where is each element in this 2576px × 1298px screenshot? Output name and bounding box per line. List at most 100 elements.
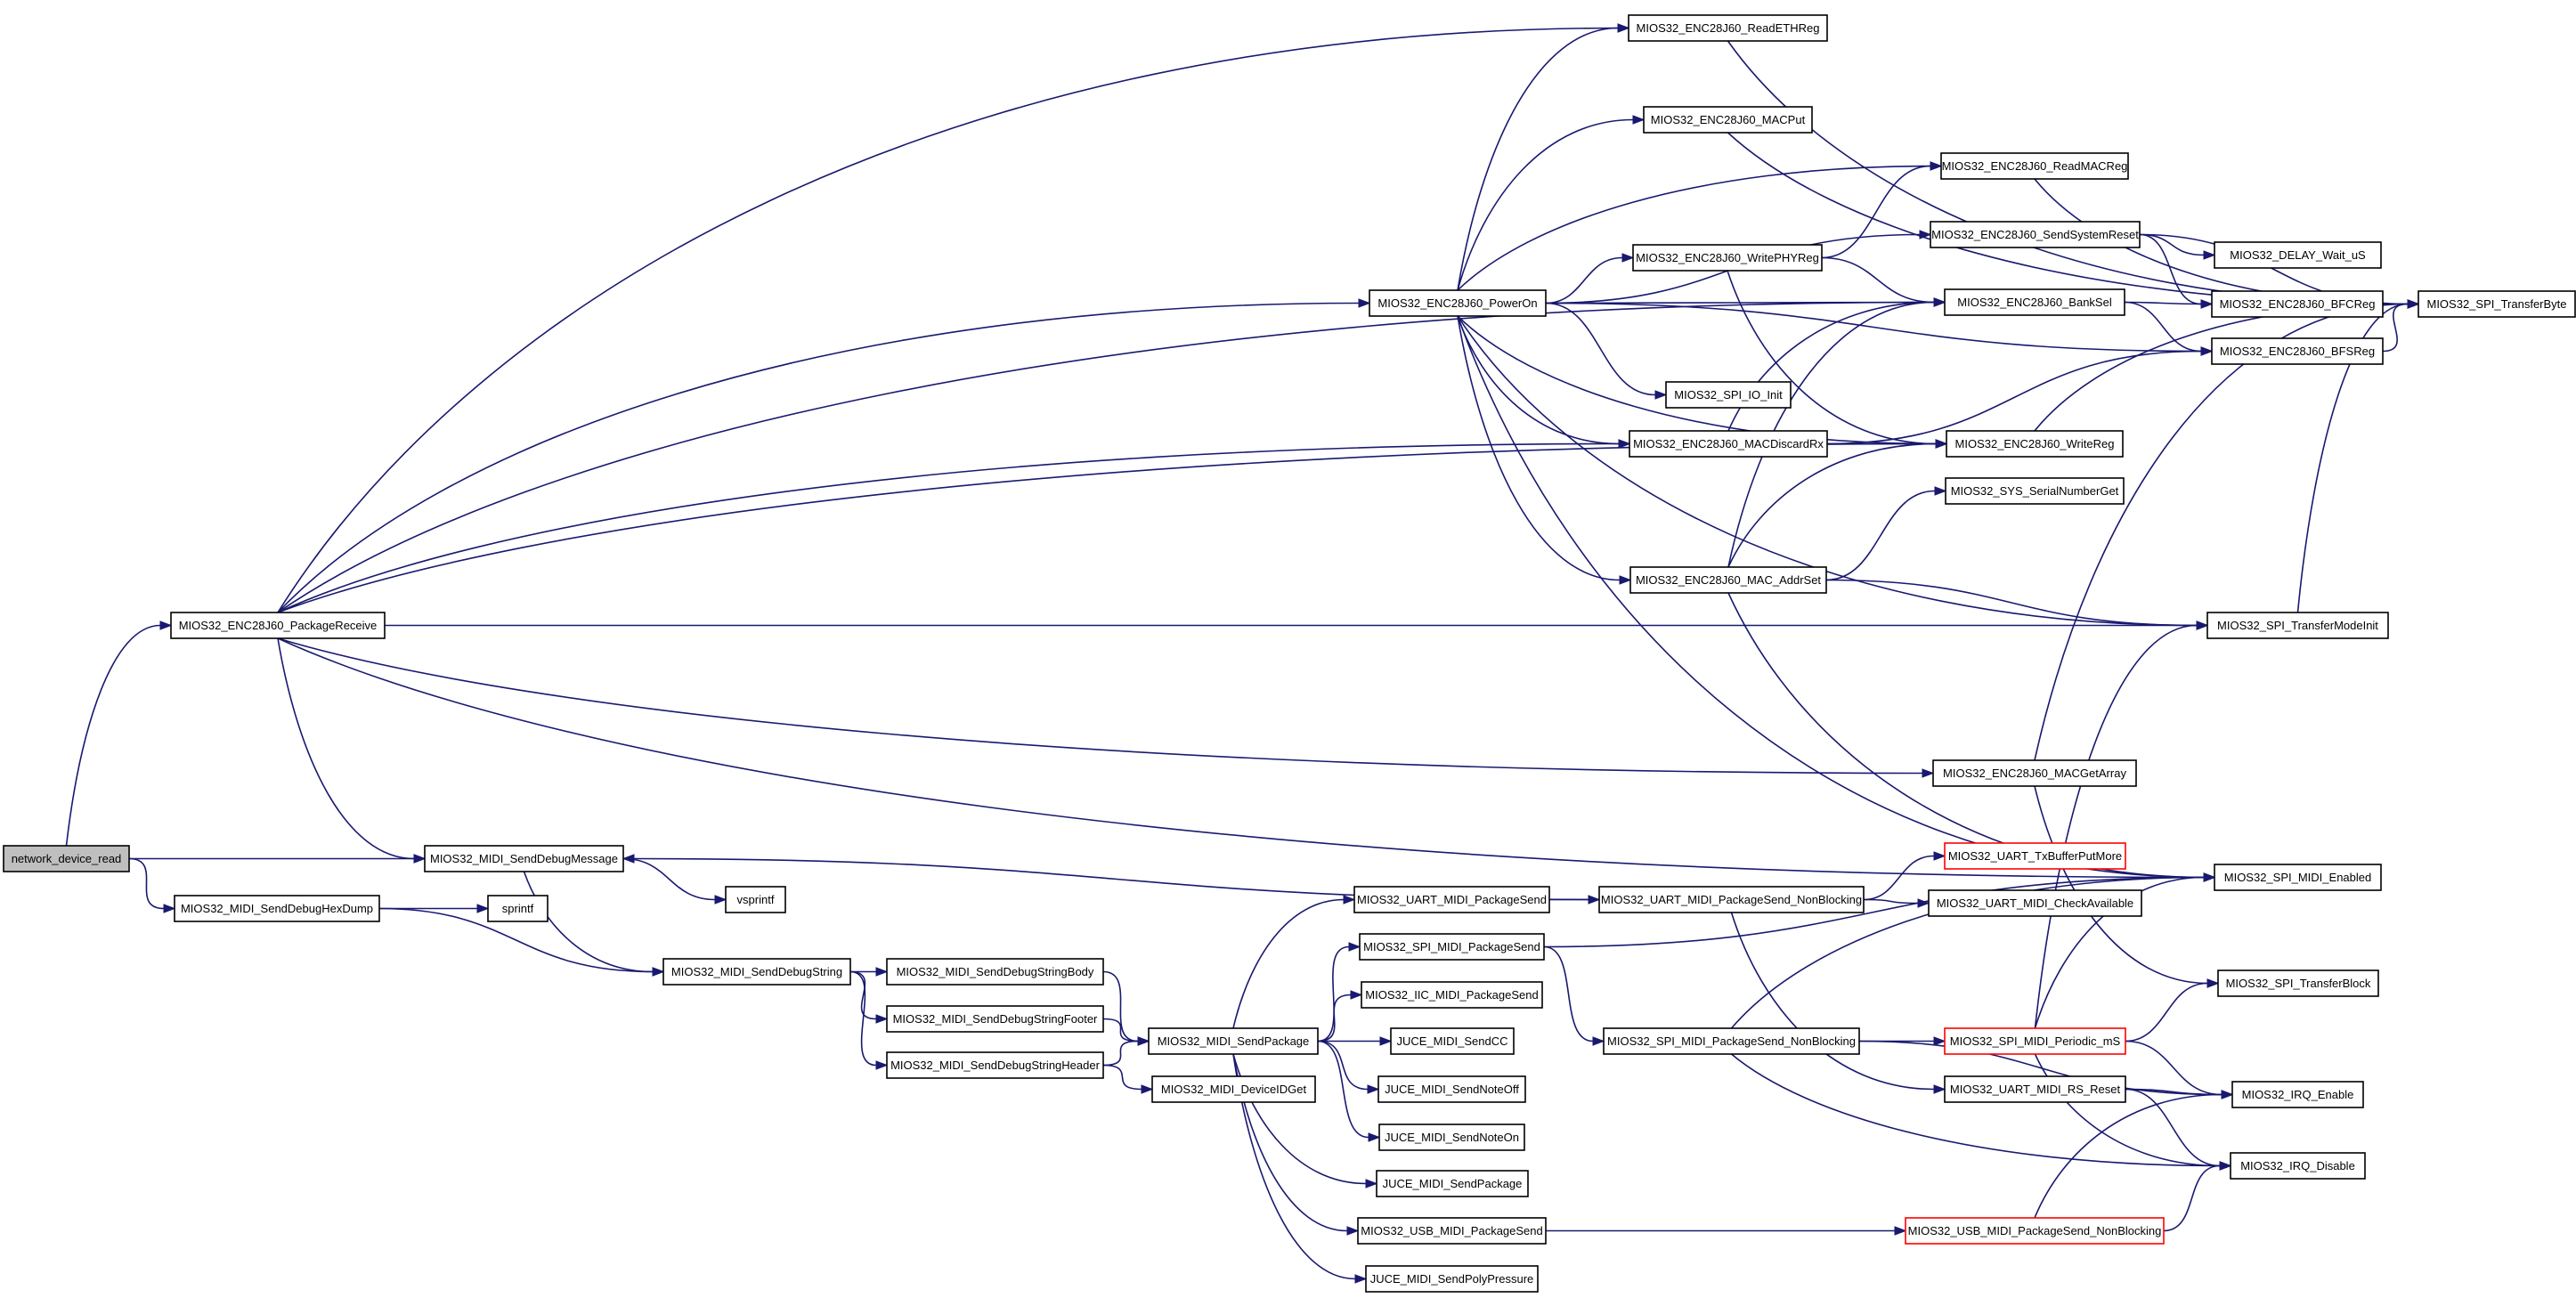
edge-MAC_AddrSet-to-WriteReg [1727, 442, 1937, 568]
graph-node-deviceidget[interactable]: MIOS32_MIDI_DeviceIDGet [1151, 1075, 1316, 1103]
edge-SPI_MIDI_Periodic_mS-to-IRQ_Enable [2125, 1040, 2223, 1096]
graph-node-poweron[interactable]: MIOS32_ENC28J60_PowerOn [1369, 289, 1547, 317]
edge-UART_MIDI_PackageSend_NonBlocking-to-UART_MIDI_CheckAvailable [1863, 898, 1919, 905]
graph-node-mac-addrset[interactable]: MIOS32_ENC28J60_MAC_AddrSet [1629, 566, 1827, 594]
node-box [1932, 759, 2137, 787]
graph-node-spi-transferbyte[interactable]: MIOS32_SPI_TransferByte [2418, 290, 2576, 318]
graph-node-readethreg[interactable]: MIOS32_ENC28J60_ReadETHReg [1628, 14, 1828, 42]
node-box [1151, 1075, 1316, 1103]
arrowhead-SendDebugMessage-to-SendDebugString [652, 967, 665, 977]
node-box [1940, 152, 2129, 180]
graph-node-macput[interactable]: MIOS32_ENC28J60_MACPut [1643, 106, 1813, 134]
arrowhead-SPI_MIDI_PackageSend_NonBlocking-to-SPI_MIDI_Periodic_mS [1933, 1036, 1946, 1046]
graph-node-uart-midi-rs-reset[interactable]: MIOS32_UART_MIDI_RS_Reset [1944, 1075, 2126, 1103]
graph-node-bfsreg[interactable]: MIOS32_ENC28J60_BFSReg [2211, 337, 2384, 365]
graph-node-spi-transferblock[interactable]: MIOS32_SPI_TransferBlock [2217, 969, 2379, 997]
node-label: MIOS32_ENC28J60_PowerOn [1377, 296, 1537, 310]
graph-node-juce-sendnoteoff[interactable]: JUCE_MIDI_SendNoteOff [1377, 1075, 1526, 1103]
node-label: MIOS32_MIDI_SendDebugStringFooter [893, 1012, 1098, 1026]
arrowhead-PowerOn-to-WritePHYReg [1621, 253, 1635, 263]
graph-node-juce-sendpolypressure[interactable]: JUCE_MIDI_SendPolyPressure [1365, 1265, 1539, 1293]
graph-node-senddebugmessage[interactable]: MIOS32_MIDI_SendDebugMessage [424, 845, 624, 872]
graph-node-macdiscardrx[interactable]: MIOS32_ENC28J60_MACDiscardRx [1629, 430, 1828, 458]
edge-SendPackage-to-IIC_MIDI_PackageSend [1317, 994, 1352, 1042]
graph-node-senddebugstringfooter[interactable]: MIOS32_MIDI_SendDebugStringFooter [886, 1005, 1104, 1033]
edge-USB_MIDI_PackageSend_NonBlocking-to-IRQ_Disable [2163, 1164, 2221, 1232]
graph-node-iic-midi-packagesend[interactable]: MIOS32_IIC_MIDI_PackageSend [1361, 981, 1543, 1009]
arrowhead-network_device_read-to-PackageReceive [159, 621, 173, 630]
graph-node-bfcreg[interactable]: MIOS32_ENC28J60_BFCReg [2211, 290, 2384, 318]
graph-node-senddebugstringbody[interactable]: MIOS32_MIDI_SendDebugStringBody [886, 958, 1104, 986]
graph-node-senddebughexdump[interactable]: MIOS32_MIDI_SendDebugHexDump [174, 895, 380, 922]
edge-SendDebugHexDump-to-SendDebugString [378, 907, 654, 973]
graph-node-irq-disable[interactable]: MIOS32_IRQ_Disable [2230, 1152, 2366, 1180]
graph-node-spi-midi-packagesend-nonblocking[interactable]: MIOS32_SPI_MIDI_PackageSend_NonBlocking [1603, 1027, 1860, 1055]
graph-node-juce-sendnoteon[interactable]: JUCE_MIDI_SendNoteOn [1378, 1124, 1525, 1151]
node-label: MIOS32_ENC28J60_BFSReg [2220, 345, 2375, 358]
node-label: JUCE_MIDI_SendNoteOff [1385, 1083, 1519, 1096]
graph-node-delay-wait-us[interactable]: MIOS32_DELAY_Wait_uS [2214, 241, 2382, 269]
graph-node-writereg[interactable]: MIOS32_ENC28J60_WriteReg [1946, 430, 2124, 458]
arrowhead-SendPackage-to-SPI_MIDI_PackageSend [1348, 942, 1361, 952]
graph-node-usb-midi-packagesend-nonblocking[interactable]: MIOS32_USB_MIDI_PackageSend_NonBlocking [1905, 1217, 2165, 1245]
graph-node-network-device-read[interactable]: network_device_read [3, 845, 130, 872]
node-label: MIOS32_ENC28J60_MACPut [1651, 113, 1806, 126]
edge-PackageReceive-to-MACDiscardRx [277, 442, 1620, 613]
node-label: MIOS32_UART_MIDI_RS_Reset [1950, 1083, 2121, 1096]
graph-node-senddebugstring[interactable]: MIOS32_MIDI_SendDebugString [662, 958, 851, 986]
graph-node-juce-sendpackage[interactable]: JUCE_MIDI_SendPackage [1376, 1170, 1529, 1197]
graph-node-usb-midi-packagesend[interactable]: MIOS32_USB_MIDI_PackageSend [1357, 1217, 1547, 1245]
graph-node-uart-midi-packagesend[interactable]: MIOS32_UART_MIDI_PackageSend [1353, 886, 1550, 913]
graph-node-spi-midi-enabled[interactable]: MIOS32_SPI_MIDI_Enabled [2214, 864, 2382, 891]
graph-node-vsprintf[interactable]: vsprintf [725, 886, 786, 913]
node-box [1643, 106, 1813, 134]
edge-SPI_MIDI_Periodic_mS-to-IRQ_Disable [2034, 1053, 2221, 1167]
graph-node-juce-sendcc[interactable]: JUCE_MIDI_SendCC [1390, 1027, 1515, 1055]
node-label: MIOS32_MIDI_SendDebugString [671, 965, 842, 978]
arrowhead-PowerOn-to-SPI_IO_Init [1654, 390, 1668, 400]
node-box [886, 1051, 1104, 1079]
graph-node-packagereceive[interactable]: MIOS32_ENC28J60_PackageReceive [170, 612, 386, 639]
graph-node-sys-serialnumberget[interactable]: MIOS32_SYS_SerialNumberGet [1945, 477, 2125, 505]
graph-node-spi-midi-packagesend[interactable]: MIOS32_SPI_MIDI_PackageSend [1359, 933, 1545, 961]
node-label: MIOS32_MIDI_DeviceIDGet [1161, 1083, 1307, 1096]
edge-WritePHYReg-to-BankSel [1821, 256, 1935, 304]
edge-PackageReceive-to-ReadETHReg [277, 27, 1619, 613]
node-box [174, 895, 380, 922]
graph-node-readmacreg[interactable]: MIOS32_ENC28J60_ReadMACReg [1940, 152, 2129, 180]
node-box [1148, 1027, 1319, 1055]
edge-PowerOn-to-SPI_IO_Init [1545, 302, 1656, 396]
node-box [1629, 430, 1828, 458]
graph-node-sprintf[interactable]: sprintf [487, 895, 549, 922]
graph-node-senddebugstringheader[interactable]: MIOS32_MIDI_SendDebugStringHeader [886, 1051, 1104, 1079]
graph-node-irq-enable[interactable]: MIOS32_IRQ_Enable [2231, 1081, 2364, 1108]
graph-node-uart-midi-packagesend-nonblocking[interactable]: MIOS32_UART_MIDI_PackageSend_NonBlocking [1598, 886, 1865, 913]
edge-SendSystemReset-to-DELAY_Wait_uS [2139, 233, 2205, 256]
graph-node-writephyreg[interactable]: MIOS32_ENC28J60_WritePHYReg [1632, 244, 1823, 272]
edge-SPI_MIDI_PackageSend_NonBlocking-to-IRQ_Disable [1730, 1053, 2221, 1167]
graph-node-spi-io-init[interactable]: MIOS32_SPI_IO_Init [1665, 381, 1792, 409]
edge-SPI_MIDI_PackageSend_NonBlocking-to-IRQ_Enable [1858, 1040, 2223, 1096]
node-label: JUCE_MIDI_SendPackage [1383, 1177, 1523, 1190]
arrowhead-SendDebugString-to-SendDebugStringBody [875, 967, 889, 977]
node-box [1946, 430, 2124, 458]
graph-node-macgetarray[interactable]: MIOS32_ENC28J60_MACGetArray [1932, 759, 2137, 787]
graph-node-spi-transfermodeinit[interactable]: MIOS32_SPI_TransferModeInit [2206, 612, 2389, 639]
arrowhead-SendPackage-to-JUCE_SendPolyPressure [1354, 1274, 1368, 1284]
edge-MAC_AddrSet-to-BankSel [1727, 301, 1935, 568]
node-box [487, 895, 549, 922]
graph-node-uart-txbufferputmore[interactable]: MIOS32_UART_TxBufferPutMore [1944, 842, 2126, 870]
node-label: JUCE_MIDI_SendNoteOn [1385, 1131, 1519, 1144]
edge-BankSel-to-BFSReg [2124, 301, 2202, 353]
node-box [424, 845, 624, 872]
graph-node-spi-midi-periodic-ms[interactable]: MIOS32_SPI_MIDI_Periodic_mS [1944, 1027, 2126, 1055]
node-box [1944, 1075, 2126, 1103]
edge-BankSel-to-BFCReg [2124, 301, 2202, 305]
graph-node-uart-midi-checkavailable[interactable]: MIOS32_UART_MIDI_CheckAvailable [1928, 889, 2142, 917]
graph-node-sendpackage[interactable]: MIOS32_MIDI_SendPackage [1148, 1027, 1319, 1055]
graph-node-sendsystemreset[interactable]: MIOS32_ENC28J60_SendSystemReset [1930, 221, 2141, 248]
edge-MAC_AddrSet-to-SPI_TransferModeInit [1825, 579, 2198, 627]
edge-SendSystemReset-to-BFCReg [2139, 233, 2202, 305]
graph-node-banksel[interactable]: MIOS32_ENC28J60_BankSel [1944, 288, 2125, 316]
node-label: MIOS32_USB_MIDI_PackageSend [1361, 1224, 1543, 1237]
